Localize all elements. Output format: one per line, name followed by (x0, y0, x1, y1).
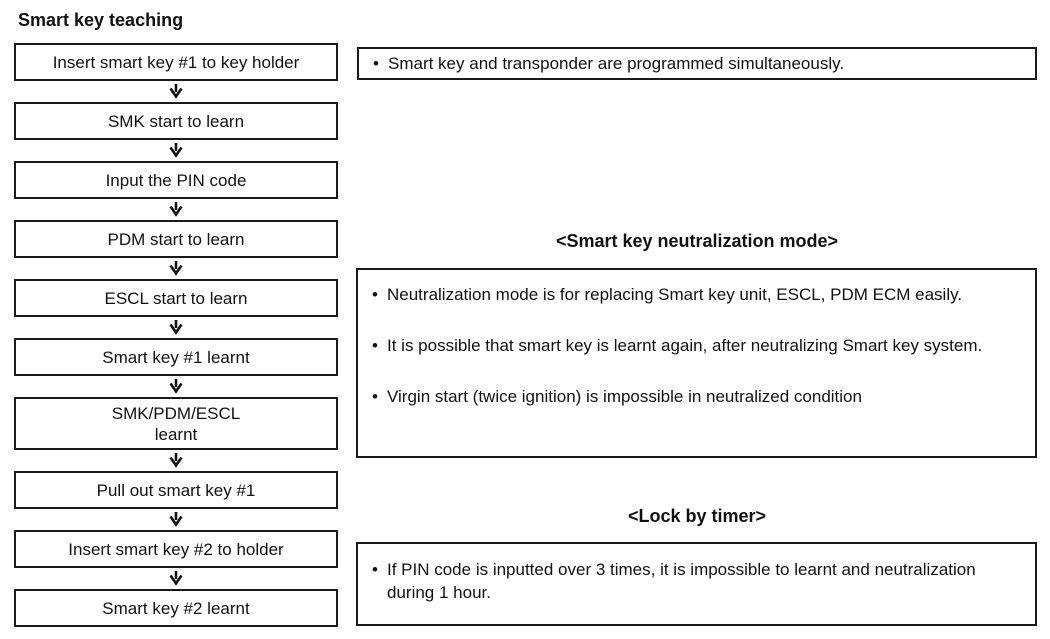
down-arrow-icon (14, 258, 338, 279)
flow-step-insert-key1: Insert smart key #1 to key holder (14, 43, 338, 81)
note-item: • Neutralization mode is for replacing S… (372, 283, 1027, 306)
note-box-lock-by-timer: • If PIN code is inputted over 3 times, … (356, 542, 1037, 626)
bullet-icon: • (372, 336, 378, 355)
flow-step-escl-learn: ESCL start to learn (14, 279, 338, 317)
heading-lock-by-timer: <Lock by timer> (627, 506, 767, 526)
bullet-icon: • (373, 54, 379, 73)
note-text: It is possible that smart key is learnt … (387, 336, 983, 355)
bullet-icon: • (372, 560, 378, 579)
heading-neutralization-mode: <Smart key neutralization mode> (555, 231, 839, 251)
flow-step-insert-key2: Insert smart key #2 to holder (14, 530, 338, 568)
flow-step-smk-pdm-escl-learnt: SMK/PDM/ESCL learnt (14, 397, 338, 450)
down-arrow-icon (14, 140, 338, 161)
down-arrow-icon (14, 317, 338, 338)
note-text: Virgin start (twice ignition) is impossi… (387, 387, 862, 406)
page-title: Smart key teaching (18, 10, 184, 30)
note-item: • Virgin start (twice ignition) is impos… (372, 385, 1027, 408)
flow-step-key1-learnt: Smart key #1 learnt (14, 338, 338, 376)
note-item: • If PIN code is inputted over 3 times, … (372, 558, 1027, 604)
flow-step-input-pin: Input the PIN code (14, 161, 338, 199)
bullet-icon: • (372, 285, 378, 304)
note-box-programming: • Smart key and transponder are programm… (357, 47, 1037, 80)
teaching-flowchart: Insert smart key #1 to key holder SMK st… (14, 43, 338, 627)
note-item: • Smart key and transponder are programm… (373, 52, 1025, 75)
note-item: • It is possible that smart key is learn… (372, 334, 1027, 357)
note-text: Neutralization mode is for replacing Sma… (387, 285, 963, 304)
down-arrow-icon (14, 568, 338, 589)
down-arrow-icon (14, 376, 338, 397)
note-text: Smart key and transponder are programmed… (388, 54, 845, 73)
bullet-icon: • (372, 387, 378, 406)
note-box-neutralization: • Neutralization mode is for replacing S… (356, 268, 1037, 458)
down-arrow-icon (14, 199, 338, 220)
flow-step-key2-learnt: Smart key #2 learnt (14, 589, 338, 627)
flow-step-smk-learn: SMK start to learn (14, 102, 338, 140)
flow-step-pull-out-key1: Pull out smart key #1 (14, 471, 338, 509)
down-arrow-icon (14, 450, 338, 471)
down-arrow-icon (14, 81, 338, 102)
flow-step-pdm-learn: PDM start to learn (14, 220, 338, 258)
note-text: If PIN code is inputted over 3 times, it… (387, 560, 976, 602)
down-arrow-icon (14, 509, 338, 530)
